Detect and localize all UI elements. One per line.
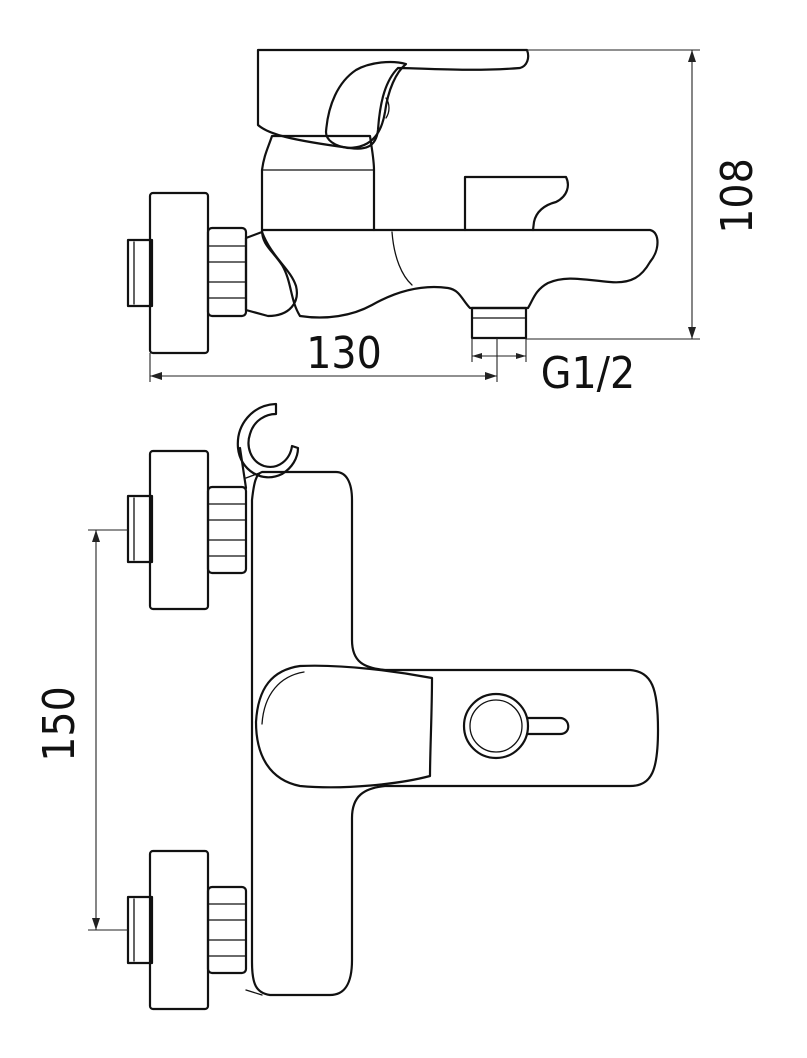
top-hex-nut-front: [206, 485, 248, 575]
spacing-dimension: 150: [34, 529, 128, 931]
outlet-side: [470, 306, 528, 340]
side-view: 108 130 G1/2: [126, 48, 763, 399]
faucet-body-front: [250, 470, 660, 997]
connector-side: [244, 230, 298, 318]
bottom-escutcheon-front: [126, 849, 210, 1011]
bottom-hex-nut-front: [206, 885, 248, 975]
wall-escutcheon-side: [126, 191, 210, 355]
diverter-knob-side: [463, 175, 569, 232]
height-dimension: 108: [526, 49, 763, 340]
cartridge-side: [260, 134, 376, 232]
thread-dimension: G1/2: [471, 338, 635, 399]
hex-nut-side: [206, 226, 248, 318]
spacing-label: 150: [34, 686, 85, 762]
spout-body-side: [260, 228, 659, 319]
width-label: 130: [306, 328, 382, 379]
top-escutcheon-front: [126, 449, 210, 611]
shower-hook: [236, 402, 300, 479]
width-dimension: 130: [149, 328, 498, 382]
height-label: 108: [712, 158, 763, 234]
diverter-knob-front: [462, 692, 570, 760]
thread-label: G1/2: [541, 348, 635, 399]
front-view: 150: [34, 402, 660, 1011]
handle-lever-front: [254, 664, 434, 789]
handle-lever-side: [256, 48, 530, 150]
